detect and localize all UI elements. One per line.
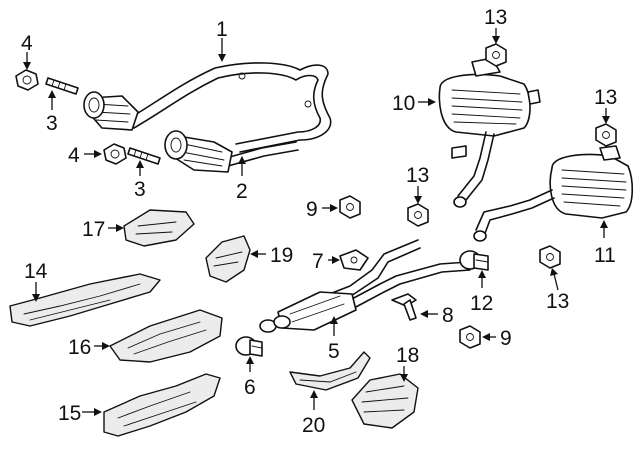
part-16-heat-shield[interactable] (109, 309, 223, 363)
callout-10: 10 (392, 92, 415, 115)
part-6-clamp[interactable] (235, 336, 263, 357)
callout-18: 18 (396, 344, 419, 367)
callout-19: 19 (270, 244, 293, 267)
callout-3-upper: 3 (46, 112, 58, 135)
part-8-hanger-bracket[interactable] (391, 293, 417, 321)
part-3-stud-lower[interactable] (127, 147, 161, 165)
callout-1: 1 (216, 18, 228, 41)
callout-20: 20 (302, 414, 325, 437)
part-20-heat-shield[interactable] (289, 351, 371, 391)
part-9-insulator-lower[interactable] (459, 325, 481, 349)
callout-13-b: 13 (594, 86, 617, 109)
part-13-insulator-d[interactable] (539, 245, 561, 269)
callout-6: 6 (244, 376, 256, 399)
leader-lines (23, 28, 610, 416)
part-15-heat-shield[interactable] (103, 373, 221, 437)
callout-4-lower: 4 (68, 144, 80, 167)
part-17-heat-shield[interactable] (123, 209, 195, 247)
callout-11: 11 (594, 244, 616, 267)
callout-16: 16 (68, 336, 91, 359)
part-5-center-pipe-resonator[interactable] (259, 239, 471, 333)
callout-numbers: 1 2 3 3 4 4 5 6 7 8 9 9 10 11 12 13 13 1… (21, 6, 617, 437)
part-13-insulator-c[interactable] (407, 203, 429, 227)
part-14-heat-shield[interactable] (9, 273, 161, 327)
callout-3-lower: 3 (134, 178, 146, 201)
part-19-heat-shield[interactable] (205, 235, 251, 283)
callout-17: 17 (82, 218, 105, 241)
callout-15: 15 (58, 402, 81, 425)
callout-12: 12 (470, 292, 493, 315)
part-2-catalytic-converter[interactable] (164, 130, 299, 173)
part-7-hanger-insulator[interactable] (339, 249, 369, 271)
callout-13-c: 13 (406, 164, 429, 187)
part-18-heat-shield[interactable] (351, 373, 419, 429)
callout-9-lower: 9 (500, 327, 512, 350)
part-10-muffler-left[interactable] (438, 57, 541, 208)
callout-7: 7 (312, 250, 324, 273)
part-12-clamp[interactable] (459, 250, 489, 271)
callout-8: 8 (442, 304, 454, 327)
part-9-insulator-upper[interactable] (339, 195, 361, 219)
part-11-muffler-right[interactable] (473, 145, 634, 242)
part-1-front-pipe-assembly[interactable] (83, 62, 332, 153)
callout-13-a: 13 (484, 6, 507, 29)
callout-9-upper: 9 (306, 198, 318, 221)
callout-14: 14 (24, 260, 48, 283)
callout-5: 5 (328, 340, 340, 363)
part-4-nut-lower[interactable] (103, 143, 127, 165)
callout-2: 2 (236, 180, 248, 203)
callout-13-d: 13 (546, 290, 569, 313)
part-3-stud-upper[interactable] (45, 77, 79, 95)
callout-4-upper: 4 (21, 32, 33, 55)
part-13-insulator-a[interactable] (485, 43, 507, 67)
part-13-insulator-b[interactable] (595, 123, 617, 147)
part-4-nut-upper[interactable] (15, 69, 39, 91)
